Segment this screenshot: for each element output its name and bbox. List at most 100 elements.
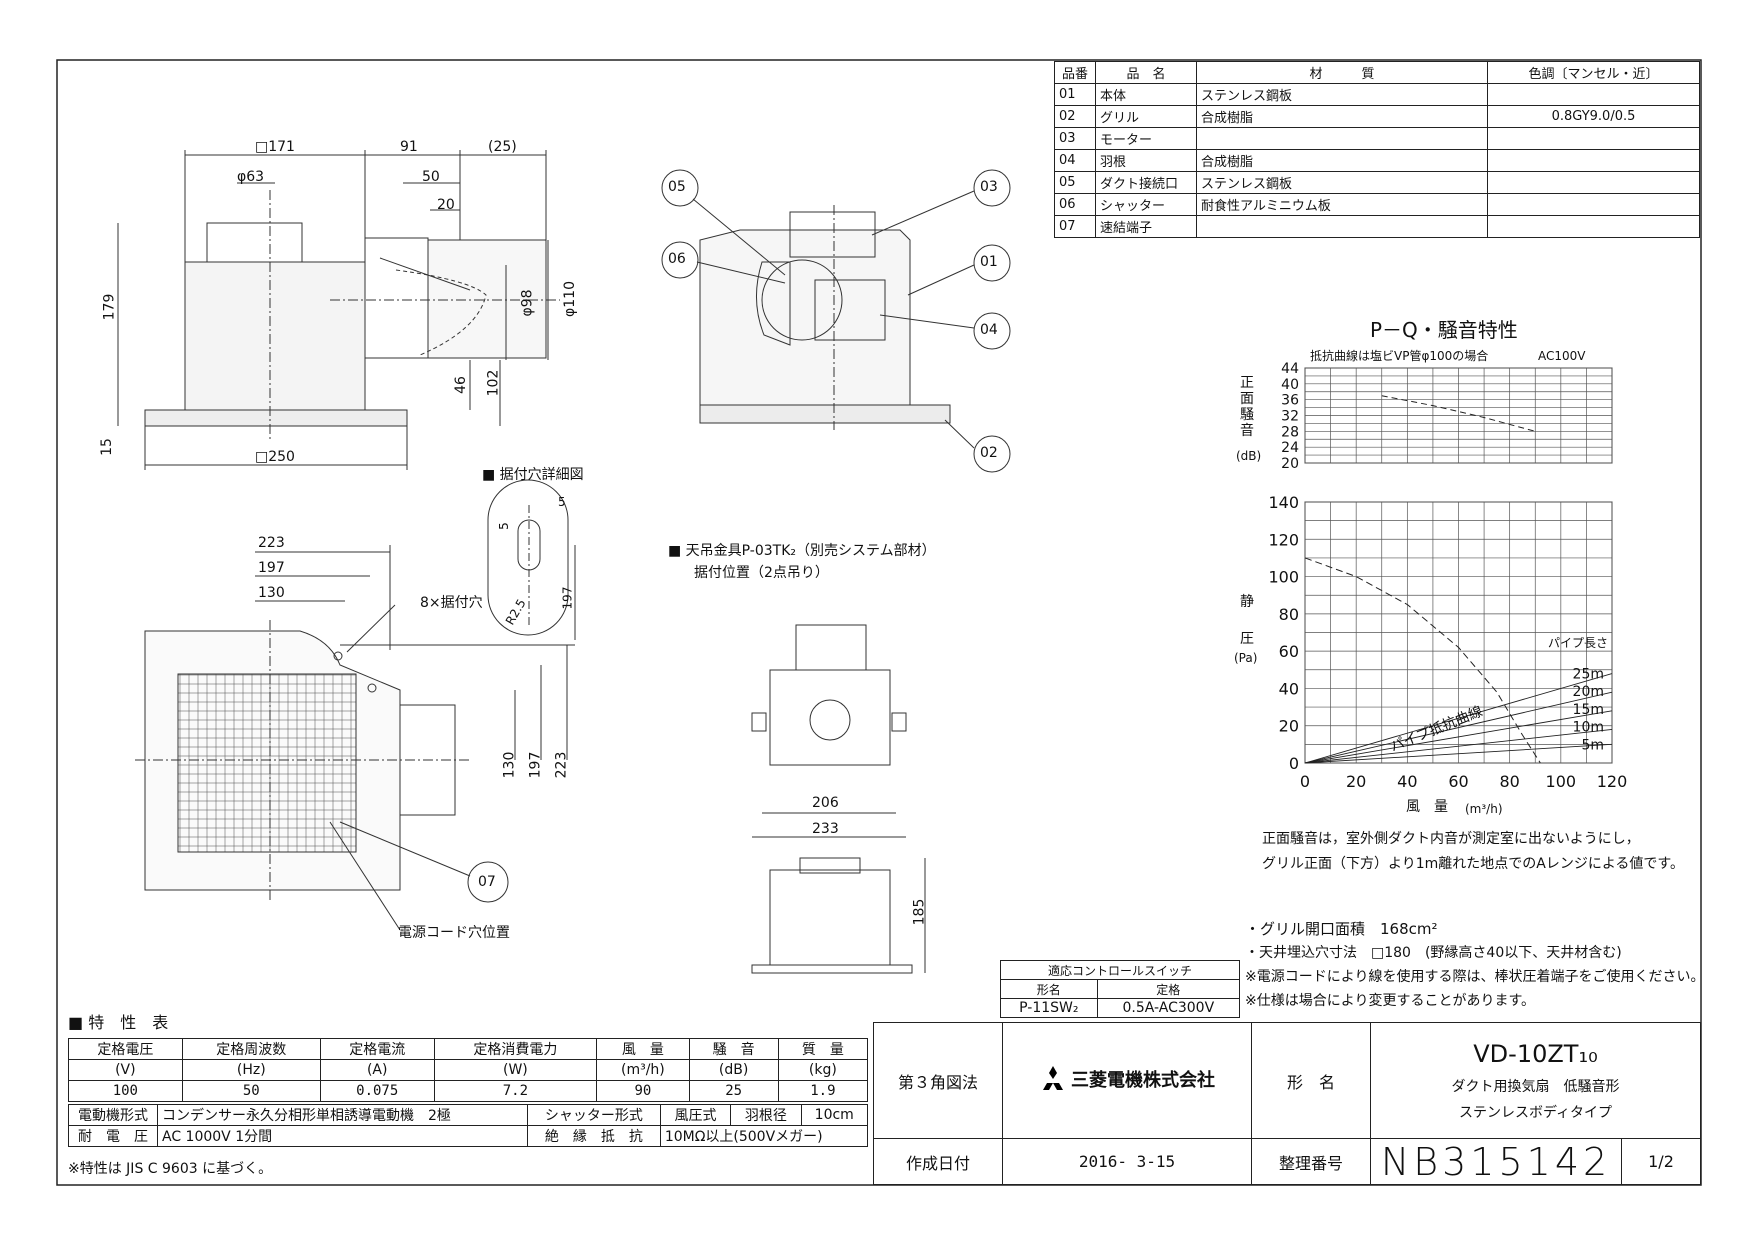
table-header: 品番 品 名 材 質 色調〔マンセル・近〕 (1054, 61, 1700, 84)
chart-title: P－Q・騒音特性 (1370, 318, 1518, 342)
unit-cell: (W) (433, 1059, 598, 1081)
column-header: 質 量 (777, 1038, 869, 1060)
table-cell: 01 (1054, 83, 1096, 106)
unit-cell: (Hz) (181, 1059, 321, 1081)
dim-label: 20 (437, 197, 455, 213)
table-cell: グリル (1095, 105, 1197, 128)
model-number: VD-10ZT₁₀ (1473, 1039, 1598, 1068)
callout-label: 02 (980, 445, 998, 461)
section-duct (789, 211, 876, 258)
value-cell: 90 (596, 1080, 690, 1102)
hanger-subtitle: 据付位置（2点吊り） (694, 565, 829, 581)
side-view (117, 150, 560, 470)
date-label: 作成日付 (873, 1138, 1003, 1185)
table-cell (1487, 127, 1700, 150)
chart-note-line: グリル正面（下方）より1m離れた地点でのAレンジによる値です。 (1262, 856, 1685, 872)
pq-xunit: (m³/h) (1465, 802, 1503, 816)
table-cell (1196, 127, 1488, 150)
dim-label: 206 (812, 795, 839, 811)
callout-label: 06 (668, 251, 686, 267)
table-cell: 速結端子 (1095, 215, 1197, 238)
row-value: 10MΩ以上(500Vメガー) (659, 1125, 869, 1147)
ref-number: NB315142 (1370, 1138, 1622, 1185)
row-value: 10cm (800, 1104, 868, 1126)
leader (944, 419, 975, 449)
table-cell: ステンレス鋼板 (1196, 83, 1488, 106)
ref-label: 整理番号 (1251, 1138, 1371, 1185)
unit-cell: (m³/h) (596, 1059, 690, 1081)
dim-label: □171 (255, 139, 295, 155)
mount-hole-view (487, 479, 576, 640)
column-header: 材 質 (1196, 61, 1488, 84)
dim-label: φ63 (237, 169, 265, 185)
spec-title: ■ 特 性 表 (68, 1013, 169, 1032)
dim-label: (25) (488, 139, 517, 155)
noise-ylabel: 正面騒音 (1240, 375, 1254, 439)
unit-cell: (A) (319, 1059, 435, 1081)
mitsubishi-logo-icon (1039, 1066, 1067, 1095)
noise-chart-note: 抵抗曲線は塩ビVP管φ100の場合 (1310, 349, 1489, 363)
side-shutter-blade (379, 257, 471, 291)
table-cell: 04 (1054, 149, 1096, 172)
column-header: 騒 音 (688, 1038, 779, 1060)
side-grille (144, 409, 408, 427)
section-grille (699, 404, 951, 424)
row-label: 電動機形式 (68, 1104, 158, 1126)
mount-hole-label: 8×据付穴 (420, 595, 483, 611)
dim-label: 223 (258, 535, 285, 551)
pq-yunit: (Pa) (1234, 651, 1258, 665)
dim-label: 223 (553, 751, 570, 779)
table-cell: 02 (1054, 105, 1096, 128)
dim-label: 197 (258, 560, 285, 576)
column-header: 定格消費電力 (433, 1038, 598, 1060)
row-label: 羽根径 (730, 1104, 802, 1126)
table-row: (V) (Hz) (A) (W) (m³/h) (dB) (kg) (68, 1059, 869, 1081)
leader (339, 821, 471, 877)
side-shutter-arc (395, 269, 487, 356)
company-text: 三菱電機株式会社 (1071, 1069, 1215, 1091)
column-header: 風 量 (596, 1038, 690, 1060)
title-block: 第３角図法 三菱電機株式会社 形 名 VD-10ZT₁₀ ダクト用換気扇 低騒音… (873, 1022, 1701, 1185)
table-cell: 03 (1054, 127, 1096, 150)
company-name: 三菱電機株式会社 (1002, 1022, 1252, 1139)
note-line: ※仕様は場合により変更することがあります。 (1245, 993, 1536, 1009)
table-row: 耐 電 圧 AC 1000V 1分間 絶 縁 抵 抗 10MΩ以上(500Vメガ… (68, 1125, 869, 1147)
spec-table: 定格電圧 定格周波数 定格電流 定格消費電力 風 量 騒 音 質 量 (V) (… (68, 1038, 869, 1102)
callout-circle-02 (973, 435, 1011, 473)
sheet-border (56, 59, 1702, 1186)
model-cell: VD-10ZT₁₀ ダクト用換気扇 低騒音形 ステンレスボディタイプ (1370, 1022, 1701, 1139)
hanger-duct-side (799, 857, 861, 874)
section-motor (814, 279, 886, 341)
spec-table-extra: 電動機形式 コンデンサー永久分相形単相誘導電動機 2極 シャッター形式 風圧式 … (68, 1104, 869, 1147)
callout-circle-07 (467, 861, 509, 903)
table-cell: モーター (1095, 127, 1197, 150)
dim-label: 15 (98, 438, 115, 456)
note-line: ・グリル開口面積 168cm² (1245, 920, 1438, 938)
hanger-bracket (751, 712, 767, 732)
dim-label: 5 (558, 495, 566, 509)
dim-label: 46 (452, 376, 469, 394)
row-label: 耐 電 圧 (68, 1125, 158, 1147)
table-cell: 羽根 (1095, 149, 1197, 172)
row-label: 絶 縁 抵 抗 (526, 1125, 661, 1147)
unit-cell: (V) (68, 1059, 183, 1081)
leader (329, 821, 401, 931)
date-value: 2016- 3-15 (1002, 1138, 1252, 1185)
dim-label: φ110 (561, 281, 578, 317)
model-desc: ダクト用換気扇 低騒音形 (1451, 1078, 1620, 1095)
callout-circle-03 (973, 169, 1011, 207)
dim-label: 197 (560, 586, 575, 610)
value-cell: 0.075 (319, 1080, 435, 1102)
section-body (699, 229, 911, 406)
leader (696, 261, 786, 284)
mount-hole-mark (367, 683, 377, 693)
leader (871, 190, 975, 236)
value-cell: 1.9 (777, 1080, 869, 1102)
table-cell: 07 (1054, 215, 1096, 238)
hanger-title: ■ 天吊金具P-03TK₂（別売システム部材） (668, 543, 936, 559)
